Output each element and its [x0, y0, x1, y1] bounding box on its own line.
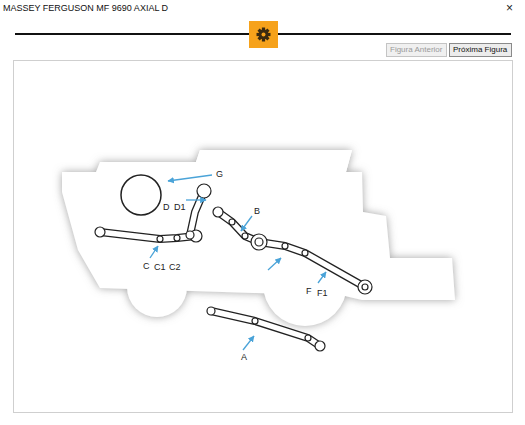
- button-label: Próxima Figura: [453, 46, 508, 54]
- pulley: [255, 238, 263, 246]
- pulley: [186, 231, 194, 239]
- callout-letter: F1: [317, 289, 328, 298]
- pulley: [362, 284, 368, 290]
- belt-inner: [259, 242, 365, 287]
- pulley: [174, 235, 180, 241]
- button-label: Figura Anterior: [390, 46, 443, 54]
- callout-letter: A: [241, 353, 247, 362]
- belt: [100, 232, 196, 239]
- figure-panel: [14, 61, 513, 413]
- pulley: [302, 250, 308, 256]
- window-title: MASSEY FERGUSON MF 9690 AXIAL D: [3, 4, 168, 13]
- pulley: [305, 335, 311, 341]
- callout-letter: C2: [169, 263, 181, 272]
- callout-letter: F: [306, 287, 312, 296]
- leader-arrows: [150, 175, 326, 350]
- title-bar: [0, 0, 525, 18]
- pulley: [251, 234, 267, 250]
- combine-silhouette: [62, 150, 455, 326]
- belt-inner: [100, 232, 196, 239]
- nav-button: Próxima Figura: [449, 43, 512, 57]
- disabled-button: Figura Anterior: [386, 43, 447, 57]
- callout-letter: C1: [154, 263, 166, 272]
- callout-letter: D1: [174, 203, 186, 212]
- pulley: [358, 280, 372, 294]
- belt-drives: [95, 184, 372, 351]
- close-button: ×: [506, 2, 513, 14]
- pulley: [207, 307, 215, 315]
- belt-inner: [211, 311, 320, 346]
- callout-letter: B: [254, 207, 260, 216]
- belt: [259, 242, 365, 287]
- pulley: [282, 243, 288, 249]
- pulley: [252, 318, 258, 324]
- callout-letter: C: [143, 262, 150, 271]
- pulley: [315, 341, 325, 351]
- pulley: [197, 184, 211, 198]
- pulley: [157, 236, 163, 242]
- pulley: [213, 207, 223, 217]
- callout-letter: D: [163, 203, 170, 212]
- gear-button: [249, 21, 278, 48]
- pulley: [229, 219, 235, 225]
- callout-letter: G: [216, 170, 223, 179]
- pulley-g: [121, 175, 161, 215]
- pulley: [242, 233, 248, 239]
- belt: [211, 311, 320, 346]
- pulley: [95, 227, 105, 237]
